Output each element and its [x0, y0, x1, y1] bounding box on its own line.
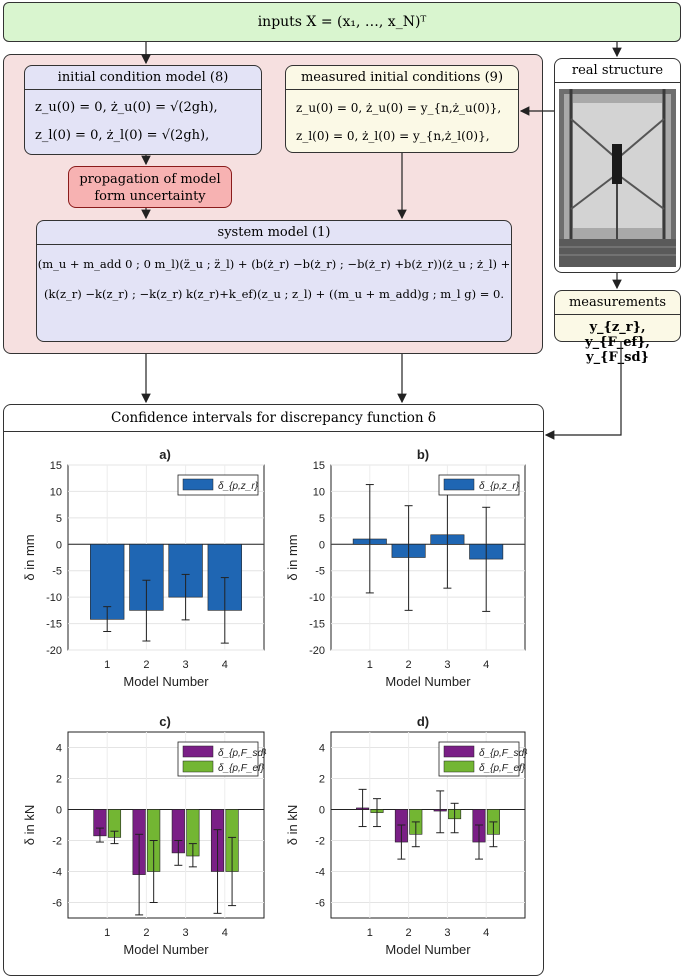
y-tick-label: 4 [319, 743, 325, 755]
measured-initial-conditions-title: measured initial conditions (9) [286, 66, 518, 90]
x-tick-label: 1 [104, 927, 110, 939]
x-axis-label: Model Number [123, 674, 209, 689]
y-tick-label: 4 [56, 743, 62, 755]
y-tick-label: 0 [56, 805, 62, 817]
real-structure-title: real structure [555, 59, 680, 83]
legend-swatch [443, 745, 475, 758]
system-model-title: system model (1) [37, 221, 511, 245]
y-tick-label: 2 [319, 774, 325, 786]
y-tick-label: -2 [52, 836, 62, 848]
real-structure-box: real structure [554, 58, 681, 273]
propagation-line-1: propagation of model [79, 172, 221, 187]
y-axis-label: δ in mm [22, 534, 37, 580]
system-model-box: system model (1) (m_u + m_add 0 ; 0 m_l)… [36, 220, 512, 342]
y-tick-label: 2 [56, 774, 62, 786]
confidence-intervals-title: Confidence intervals for discrepancy fun… [4, 405, 543, 432]
x-tick-label: 3 [183, 659, 189, 671]
legend-label: δ_{p,F_ef} [218, 763, 265, 774]
measured-eq-1: z_u(0) = 0, ż_u(0) = y_{n,ż_u(0)}, [296, 101, 502, 115]
panel-label: d) [417, 714, 429, 729]
panel-label: a) [159, 447, 171, 462]
x-tick-label: 3 [444, 927, 450, 939]
initial-condition-eq-1: z_u(0) = 0, ż_u(0) = √(2gh), [35, 100, 218, 115]
y-tick-label: 10 [50, 486, 62, 498]
propagation-line-2: form uncertainty [94, 189, 206, 204]
y-axis-label: δ in kN [22, 805, 37, 845]
y-tick-label: -6 [52, 898, 62, 910]
measurements-box: measurements y_{z_r}, y_{F_ef}, y_{F_sd} [554, 290, 681, 365]
legend-swatch [443, 478, 475, 491]
y-tick-label: -4 [52, 867, 62, 879]
inputs-text: inputs X = (x₁, …, x_N)ᵀ [257, 14, 427, 30]
initial-condition-eq-2: z_l(0) = 0, ż_l(0) = √(2gh), [35, 128, 210, 143]
y-tick-label: 15 [313, 460, 325, 472]
legend-swatch [182, 478, 214, 491]
y-tick-label: 0 [319, 539, 325, 551]
x-tick-label: 2 [406, 659, 412, 671]
legend-label: δ_{p,F_sd} [479, 748, 528, 759]
system-model-eq-1: (m_u + m_add 0 ; 0 m_l)(z̈_u ; z̈_l) + (… [37, 257, 511, 271]
propagation-box: propagation of model form uncertainty [68, 166, 232, 208]
initial-condition-model-title: initial condition model (8) [25, 66, 261, 90]
real-structure-photo [559, 89, 676, 267]
x-tick-label: 1 [367, 659, 373, 671]
x-tick-label: 2 [143, 659, 149, 671]
x-tick-label: 1 [367, 927, 373, 939]
legend-swatch [443, 760, 475, 773]
measurements-text: y_{z_r}, y_{F_ef}, y_{F_sd} [585, 320, 650, 365]
legend-swatch [182, 760, 214, 773]
y-tick-label: -2 [315, 836, 325, 848]
x-tick-label: 4 [222, 659, 228, 671]
measurements-title: measurements [555, 291, 680, 315]
x-axis-label: Model Number [385, 674, 471, 689]
measured-initial-conditions-box: measured initial conditions (9) z_u(0) =… [285, 65, 519, 153]
y-tick-label: -4 [315, 867, 325, 879]
panel-label: b) [417, 447, 429, 462]
system-model-eq-2: (k(z_r) −k(z_r) ; −k(z_r) k(z_r)+k_ef)(z… [44, 287, 504, 301]
y-tick-label: -5 [52, 566, 62, 578]
y-tick-label: -15 [46, 619, 62, 631]
legend-label: δ_{p,z_r} [218, 481, 259, 492]
x-tick-label: 4 [222, 927, 228, 939]
y-tick-label: -20 [46, 645, 62, 657]
x-tick-label: 2 [143, 927, 149, 939]
x-axis-label: Model Number [385, 942, 471, 957]
y-tick-label: -10 [46, 592, 62, 604]
y-tick-label: 5 [56, 513, 62, 525]
x-tick-label: 3 [444, 659, 450, 671]
y-axis-label: δ in mm [285, 534, 300, 580]
y-tick-label: -20 [309, 645, 325, 657]
x-tick-label: 1 [104, 659, 110, 671]
legend-label: δ_{p,F_sd} [218, 748, 267, 759]
legend-label: δ_{p,z_r} [479, 481, 520, 492]
y-axis-label: δ in kN [285, 805, 300, 845]
y-tick-label: 0 [56, 539, 62, 551]
y-tick-label: 5 [319, 513, 325, 525]
y-tick-label: 0 [319, 805, 325, 817]
initial-condition-model-box: initial condition model (8) z_u(0) = 0, … [24, 65, 262, 155]
x-tick-label: 4 [483, 927, 489, 939]
panel-label: c) [159, 714, 171, 729]
x-tick-label: 4 [483, 659, 489, 671]
x-tick-label: 2 [406, 927, 412, 939]
y-tick-label: 15 [50, 460, 62, 472]
y-tick-label: -15 [309, 619, 325, 631]
y-tick-label: -5 [315, 566, 325, 578]
measured-eq-2: z_l(0) = 0, ż_l(0) = y_{n,ż_l(0)}, [296, 129, 490, 143]
y-tick-label: 10 [313, 486, 325, 498]
x-axis-label: Model Number [123, 942, 209, 957]
legend-swatch [182, 745, 214, 758]
x-tick-label: 3 [183, 927, 189, 939]
y-tick-label: -10 [309, 592, 325, 604]
inputs-box: inputs X = (x₁, …, x_N)ᵀ [3, 2, 681, 42]
y-tick-label: -6 [315, 898, 325, 910]
legend-label: δ_{p,F_ef} [479, 763, 526, 774]
